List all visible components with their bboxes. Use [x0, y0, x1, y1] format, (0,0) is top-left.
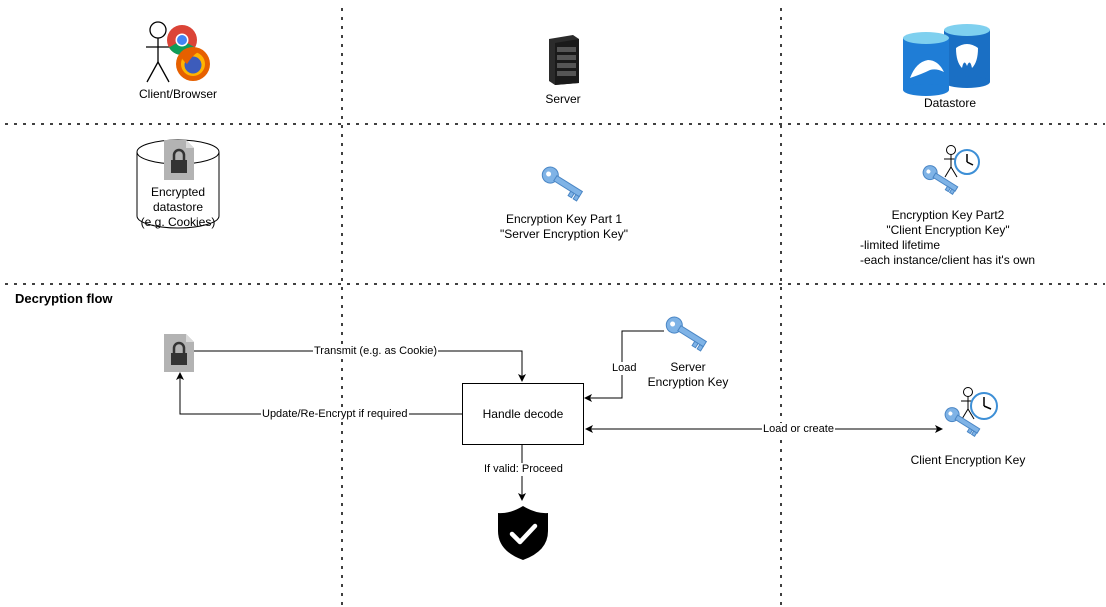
handle-decode-label: Handle decode [482, 407, 564, 421]
key-icon [665, 316, 708, 352]
if-valid-edge-label: If valid: Proceed [483, 463, 564, 476]
handle-decode-node[interactable]: Handle decode [462, 383, 584, 445]
encrypted-datastore-label: Encrypted datastore (e.g. Cookies) [140, 185, 216, 229]
client-key-icon [944, 387, 998, 437]
firefox-icon [176, 47, 210, 81]
key-icon [541, 166, 584, 202]
client-browser-icon [146, 21, 210, 83]
clock-icon [954, 149, 980, 175]
flow-title: Decryption flow [15, 291, 113, 306]
padlock-file-icon [164, 334, 194, 372]
client-key-title: Encryption Key Part2 "Client Encryption … [886, 208, 1010, 237]
server-rack-icon [549, 35, 579, 85]
transmit-edge [193, 350, 526, 382]
load-or-create-edge-label: Load or create [762, 423, 835, 436]
client-key-notes: -limited lifetime -each instance/client … [860, 238, 1036, 267]
flow-client-key-label: Client Encryption Key [910, 453, 1026, 467]
padlock-file-icon [164, 140, 194, 180]
server-label: Server [545, 92, 581, 106]
shield-check-icon [498, 506, 548, 560]
clock-icon [970, 392, 998, 420]
mysql-db-icon [903, 32, 949, 96]
user-actor-icon [961, 387, 975, 420]
update-edge-label: Update/Re-Encrypt if required [261, 408, 409, 421]
postgres-db-icon [944, 24, 990, 88]
user-actor-icon [944, 145, 958, 178]
client-browser-label: Client/Browser [138, 87, 218, 101]
datastore-label: Datastore [923, 96, 977, 110]
transmit-edge-label: Transmit (e.g. as Cookie) [313, 345, 439, 358]
user-actor-icon [146, 21, 170, 83]
flow-server-key-label: Server Encryption Key [647, 360, 729, 389]
datastore-icon [903, 24, 990, 96]
client-key-icon [922, 145, 980, 195]
load-edge-label: Load [611, 362, 638, 375]
server-key-label: Encryption Key Part 1 "Server Encryption… [500, 212, 628, 241]
